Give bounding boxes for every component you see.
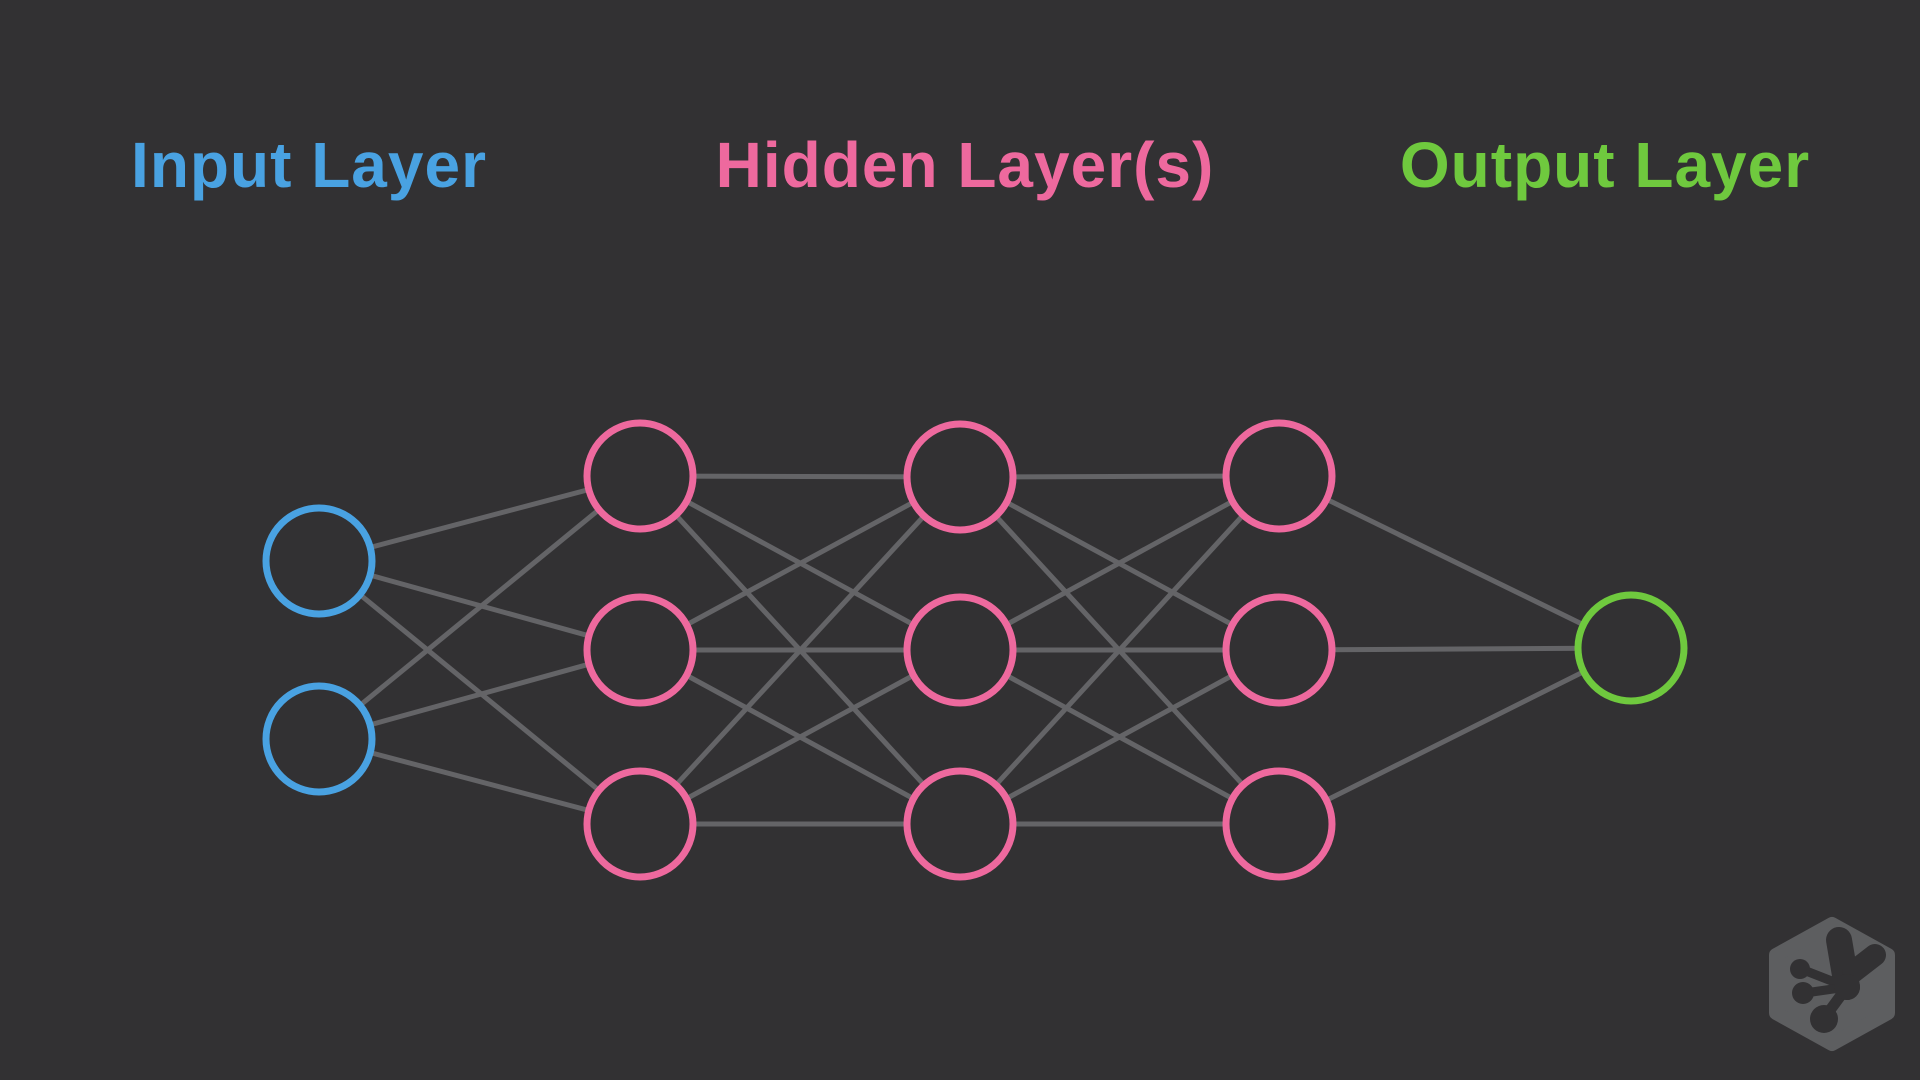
hidden-2-node <box>903 767 1017 881</box>
label-output-layer: Output Layer <box>1399 129 1811 201</box>
edge-line <box>958 474 1281 826</box>
edge-line <box>958 473 1281 653</box>
treehouse-logo <box>1769 917 1895 1051</box>
hidden-3-node <box>1222 767 1336 881</box>
edge-line <box>1277 473 1633 651</box>
hidden-3-node <box>1222 419 1336 533</box>
hidden-3-node <box>1222 593 1336 707</box>
hidden-2-node <box>903 593 1017 707</box>
hidden-1-node <box>583 593 697 707</box>
edge-line <box>1278 645 1632 653</box>
output-node <box>1574 591 1688 705</box>
label-input-layer: Input Layer <box>131 129 487 201</box>
label-hidden-layers: Hidden Layer(s) <box>715 129 1215 201</box>
edge-line <box>1277 645 1633 827</box>
frog-footprint-icon <box>1790 927 1886 1033</box>
hidden-1-node <box>583 419 697 533</box>
edge-line <box>317 474 642 741</box>
input-node <box>262 682 376 796</box>
hidden-2-node <box>903 420 1017 534</box>
nodes-group <box>262 419 1688 881</box>
edge-line <box>638 475 962 826</box>
edge-line <box>638 474 962 653</box>
edge-line <box>958 647 1281 827</box>
hidden-1-node <box>583 767 697 881</box>
edge-line <box>638 647 962 827</box>
input-node <box>262 504 376 618</box>
